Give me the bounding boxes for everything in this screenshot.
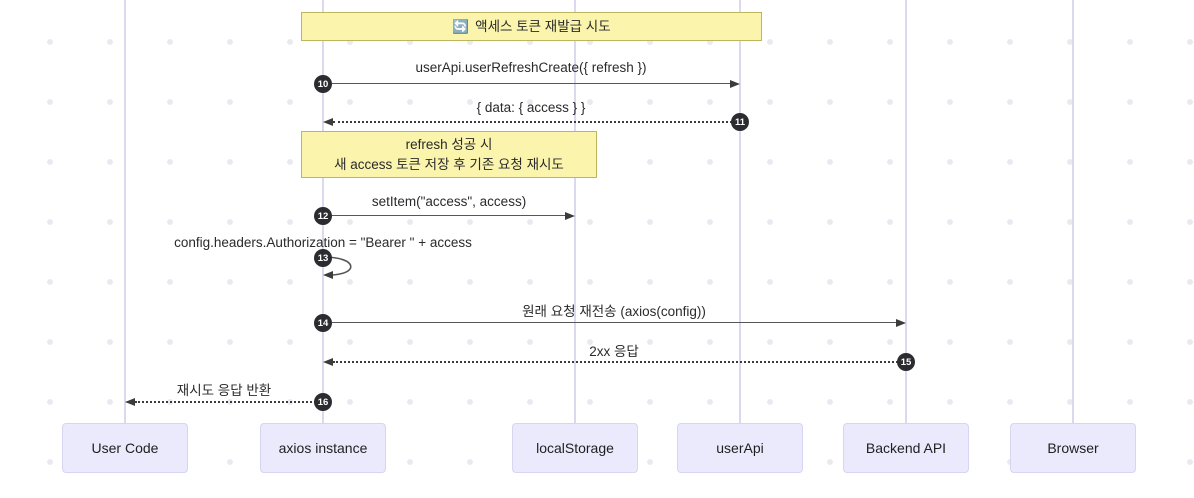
lifeline-backend-api bbox=[905, 0, 907, 423]
message-label-2xx-response: 2xx 응답 bbox=[589, 344, 639, 359]
message-label-resend-request: 원래 요청 재전송 (axios(config)) bbox=[522, 304, 706, 319]
message-label-data-access: { data: { access } } bbox=[476, 100, 586, 115]
seq-badge-11: 11 bbox=[731, 113, 749, 131]
participant-label: localStorage bbox=[536, 440, 614, 456]
message-arrow-data-access bbox=[333, 121, 740, 123]
participant-user-code: User Code bbox=[62, 423, 188, 473]
arrowhead-icon bbox=[323, 358, 333, 366]
self-loop-arrow bbox=[323, 256, 352, 279]
participant-label: Backend API bbox=[865, 440, 947, 456]
note-refresh-success-line1: refresh 성공 시 bbox=[405, 136, 493, 152]
participant-browser: Browser bbox=[1010, 423, 1136, 473]
arrowhead-icon bbox=[565, 212, 575, 220]
participant-axios-instance: axios instance bbox=[260, 423, 386, 473]
lifeline-user-code bbox=[124, 0, 126, 423]
message-arrow-setitem bbox=[323, 215, 565, 216]
seq-badge-13: 13 bbox=[314, 249, 332, 267]
seq-badge-15: 15 bbox=[897, 353, 915, 371]
seq-badge-10: 10 bbox=[314, 75, 332, 93]
lifeline-browser bbox=[1072, 0, 1074, 423]
lifeline-localstorage bbox=[574, 0, 576, 423]
note-refresh-success: refresh 성공 시 새 access 토큰 저장 후 기존 요청 재시도 bbox=[301, 131, 597, 178]
note-refresh-success-line2: 새 access 토큰 저장 후 기존 요청 재시도 bbox=[334, 156, 564, 172]
message-arrow-refresh-create bbox=[323, 83, 730, 84]
arrowhead-icon bbox=[125, 398, 135, 406]
participant-label: axios instance bbox=[278, 440, 368, 456]
participant-localstorage: localStorage bbox=[512, 423, 638, 473]
arrowhead-icon bbox=[896, 319, 906, 327]
message-arrow-return-response bbox=[135, 401, 323, 403]
arrowhead-icon bbox=[730, 80, 740, 88]
refresh-icon: 🔄 bbox=[452, 18, 470, 34]
lifeline-userapi bbox=[739, 0, 741, 423]
participant-label: userApi bbox=[716, 440, 764, 456]
message-arrow-2xx-response bbox=[333, 361, 906, 363]
seq-badge-16: 16 bbox=[314, 393, 332, 411]
participant-backend-api: Backend API bbox=[843, 423, 969, 473]
message-label-setitem: setItem("access", access) bbox=[371, 194, 527, 209]
message-label-return-response: 재시도 응답 반환 bbox=[176, 383, 272, 398]
participant-label: User Code bbox=[91, 440, 159, 456]
message-label-refresh-create: userApi.userRefreshCreate({ refresh }) bbox=[415, 60, 647, 75]
seq-badge-12: 12 bbox=[314, 207, 332, 225]
message-label-authorization-header: config.headers.Authorization = "Bearer "… bbox=[174, 235, 472, 250]
participant-userapi: userApi bbox=[677, 423, 803, 473]
participant-label: Browser bbox=[1047, 440, 1099, 456]
note-token-reissue: 🔄 액세스 토큰 재발급 시도 bbox=[301, 12, 762, 41]
arrowhead-icon bbox=[323, 118, 333, 126]
note-token-reissue-text: 액세스 토큰 재발급 시도 bbox=[475, 18, 611, 34]
message-arrow-resend-request bbox=[323, 322, 896, 323]
seq-badge-14: 14 bbox=[314, 314, 332, 332]
